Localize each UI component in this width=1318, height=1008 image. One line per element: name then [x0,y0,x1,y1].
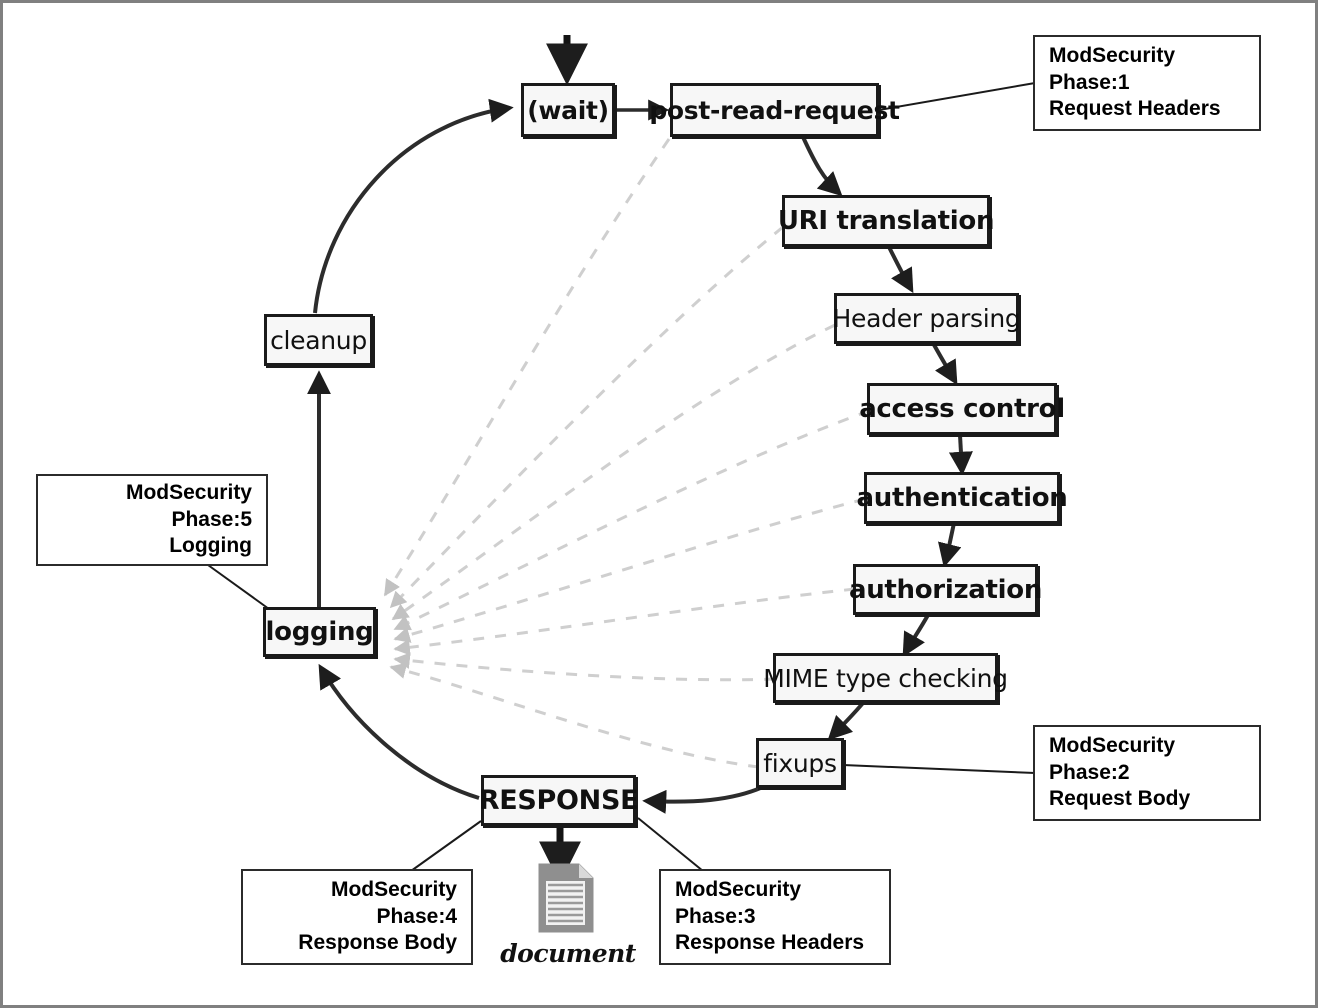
node-authentication[interactable]: authentication [857,472,1068,524]
callout-phase3: ModSecurity Phase:3 Response Headers [659,869,891,965]
node-cleanup-label: cleanup [270,325,367,355]
callout-phase1: ModSecurity Phase:1 Request Headers [1033,35,1261,131]
node-wait[interactable]: (wait) [521,83,615,137]
node-logging[interactable]: logging [263,607,376,657]
callout-phase4: ModSecurity Phase:4 Response Body [241,869,473,965]
node-wait-label: (wait) [527,95,609,125]
leader-phase2 [842,764,1036,774]
node-mime-type-checking-label: MIME type checking [763,663,1008,693]
node-uri-translation[interactable]: URI translation [778,195,994,247]
edge-mime-type-checking-to-fixups [827,701,865,741]
leader-phase3 [637,817,704,872]
edge-header-parsing-to-access-control [931,342,958,386]
dashed-edge-uri-to-logging [389,225,784,609]
node-cleanup[interactable]: cleanup [264,314,373,366]
edge-access-control-to-authentication [948,434,973,476]
callout-phase2-line2: Request Body [1049,787,1191,811]
callout-phase2-line1: ModSecurity Phase:2 [1049,733,1176,784]
dashed-edges-to-logging [383,138,870,769]
node-access-control-label: access control [859,394,1065,424]
node-fixups[interactable]: fixups [756,738,844,788]
edge-authorization-to-mime-type-checking [902,614,930,658]
edge-authentication-to-authorization [938,522,962,568]
callout-phase1-line2: Request Headers [1049,97,1221,121]
node-authorization[interactable]: authorization [849,564,1042,615]
leader-phase4 [410,820,482,872]
document-label: document [500,939,636,968]
node-header-parsing-label: Header parsing [832,304,1021,333]
node-header-parsing[interactable]: Header parsing [832,293,1021,344]
callout-phase5-line2: Logging [169,534,252,558]
callout-phase5: ModSecurity Phase:5 Logging [36,474,268,566]
callout-phase2: ModSecurity Phase:2 Request Body [1033,725,1261,821]
callout-leader-lines [207,82,1036,872]
leader-phase1 [878,82,1036,111]
callout-phase3-line1: ModSecurity Phase:3 [675,877,802,928]
node-authentication-label: authentication [856,483,1068,513]
node-post-read-request[interactable]: post-read-request [649,83,900,137]
dashed-edge-post-read-request-to-logging [383,138,671,597]
edge-cleanup-to-wait [313,98,514,314]
leader-phase5 [207,564,270,610]
node-logging-label: logging [265,617,374,647]
edge-uri-to-header-parsing [886,244,914,294]
edge-response-to-logging [318,663,480,800]
document-page-icon [538,863,594,933]
node-response[interactable]: RESPONSE [478,775,639,826]
node-authorization-label: authorization [848,574,1043,605]
dashed-edge-fixups-to-logging [389,662,760,769]
dashed-edge-mime-type-checking-to-logging [393,652,776,682]
callout-phase4-line2: Response Body [298,931,457,955]
node-mime-type-checking[interactable]: MIME type checking [763,653,1008,703]
dashed-edge-authentication-to-logging [393,497,866,643]
edge-fixups-to-response [642,785,764,814]
node-fixups-label: fixups [763,748,837,778]
callout-phase1-line1: ModSecurity Phase:1 [1049,43,1176,94]
node-uri-translation-label: URI translation [777,206,995,236]
edge-post-read-request-to-uri [801,136,843,197]
node-response-label: RESPONSE [478,785,639,816]
node-post-read-request-label: post-read-request [649,95,900,125]
dashed-edge-access-control-to-logging [393,409,870,631]
callout-phase3-line2: Response Headers [675,931,865,955]
dashed-edge-header-parsing-to-logging [391,323,836,621]
node-access-control[interactable]: access control [859,383,1065,435]
document-output: document [500,861,636,971]
callout-phase4-line1: ModSecurity Phase:4 [330,877,457,928]
callout-phase5-line1: ModSecurity Phase:5 [125,480,252,531]
